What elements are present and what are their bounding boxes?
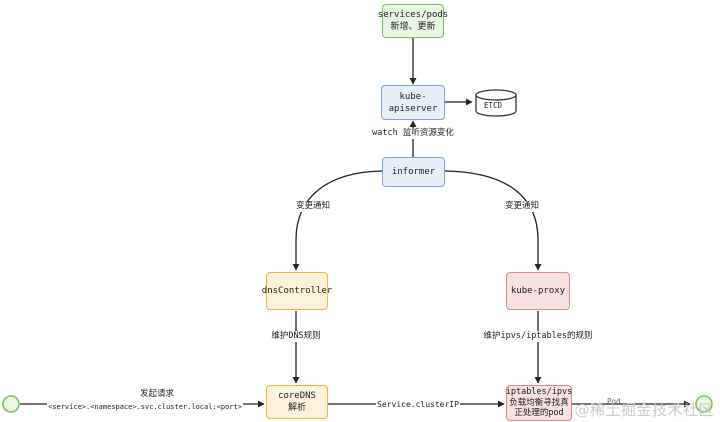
iptables-line1: iptables/ipvs [505, 387, 573, 398]
kube-apiserver-node: kube-apiserver [381, 85, 445, 120]
informer-label: informer [391, 167, 436, 177]
watermark: @稀土掘金技术社区 [574, 401, 714, 419]
etcd-label: ETCD [484, 101, 503, 110]
edge-informer-to-kubeproxy [444, 170, 542, 271]
edge-informer-to-dnscontroller [292, 170, 383, 271]
services-pods-line2: 新增、更新 [390, 22, 436, 32]
kube-proxy-label: kube-proxy [510, 286, 566, 296]
dnscontroller-label: dnsController [261, 286, 333, 296]
start-node [2, 395, 20, 413]
dnscontroller-node: dnsController [262, 272, 332, 310]
notify-right-label: 变更通知 [503, 201, 541, 212]
kube-proxy-node: kube-proxy [506, 272, 570, 310]
request-title-label: 发起请求 [139, 389, 175, 399]
pod-end-label: Pod [607, 397, 621, 406]
coredns-line1: coreDNS [278, 391, 316, 401]
request-url-label: <service>.<namespace>.svc.cluster.local:… [47, 402, 243, 413]
watch-label: watch 监听资源变化 [371, 128, 455, 139]
iptables-line3: 正处理的pod [514, 408, 564, 419]
coredns-node: coreDNS 解析 [266, 385, 328, 419]
iptables-node: iptables/ipvs 负载均衡寻找真 正处理的pod [506, 385, 572, 421]
end-node [695, 395, 713, 413]
notify-left-label: 变更通知 [294, 201, 332, 212]
services-pods-node: services/pods 新增、更新 [378, 4, 448, 38]
kube-apiserver-label: kube-apiserver [388, 91, 438, 114]
cluster-ip-label: Service.clusterIP [376, 399, 460, 410]
informer-node: informer [382, 157, 445, 187]
maintain-dns-label: 维护DNS规则 [270, 331, 322, 342]
coredns-line2: 解析 [287, 403, 306, 413]
services-pods-line1: services/pods [377, 10, 449, 20]
maintain-ipvs-label: 维护ipvs/iptables的规则 [482, 331, 594, 342]
etcd-cylinder [475, 89, 517, 117]
iptables-line2: 负载均衡寻找真 [509, 397, 569, 408]
